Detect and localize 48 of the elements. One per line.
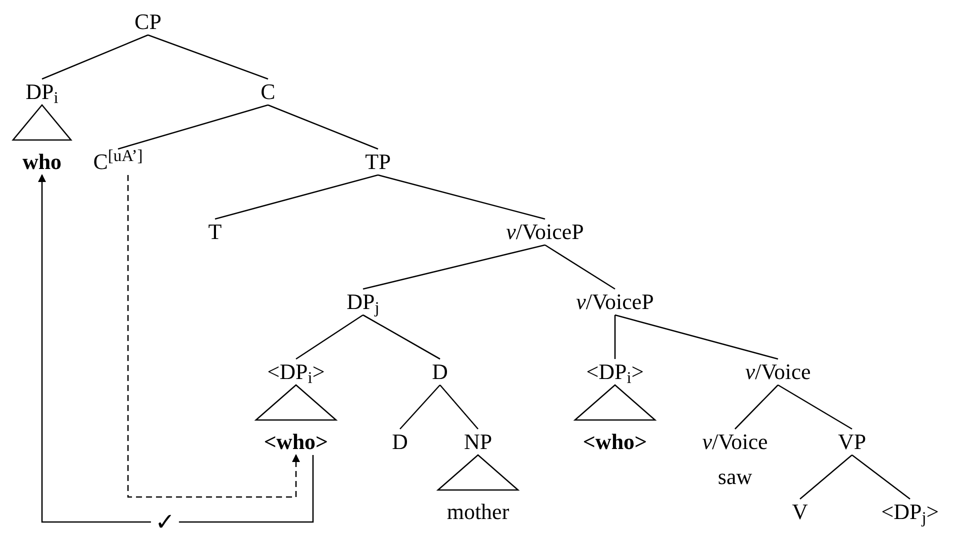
tree-branch [800, 454, 852, 500]
tree-branch [778, 384, 852, 430]
tree-label: NP [464, 429, 492, 455]
tree-label: DP$_{j}$ [346, 289, 380, 315]
triangle [254, 384, 338, 421]
tree-label: <who> [264, 429, 328, 455]
tree-label: v/Voice [745, 359, 811, 385]
tree-branch [214, 174, 378, 220]
tree-branch [362, 244, 546, 290]
tree-label: mother [446, 499, 510, 525]
tree-label: CP [134, 9, 162, 35]
tree-branch [268, 104, 378, 150]
tree-branch [362, 314, 440, 360]
arrow [38, 174, 314, 523]
tree-branch [544, 244, 616, 290]
tree-branch [148, 34, 268, 80]
tree-label: VP [838, 429, 866, 455]
tree-label: T [208, 219, 222, 245]
tree-label: C$^{[uA’]}$ [93, 149, 143, 175]
tree-label: v/VoiceP [576, 289, 654, 315]
triangle [436, 454, 520, 491]
tree-branch [118, 104, 268, 150]
tree-label: v/VoiceP [506, 219, 584, 245]
tree-label: D [392, 429, 408, 455]
tree-label: TP [365, 149, 391, 175]
tree-label: <DP$_{i}$> [267, 359, 325, 385]
tree-branch [400, 384, 440, 430]
tree-branch [852, 454, 910, 500]
word-label: saw [718, 464, 752, 490]
tree-label: who [22, 149, 62, 175]
tree-branch [440, 384, 478, 430]
tree-branch [42, 34, 148, 80]
triangle [12, 104, 72, 141]
tree-label: <who> [582, 429, 648, 455]
tree-label: C [260, 79, 276, 105]
tree-branch [614, 315, 616, 359]
tree-label: <DP$_{i}$> [586, 359, 644, 385]
tree-label: <DP$_{j}$> [881, 499, 939, 525]
tree-label: v/Voice [702, 429, 768, 455]
tree-branch [296, 314, 364, 360]
triangle [573, 384, 657, 421]
tree-branch [734, 384, 778, 430]
tree-label: DP$_{i}$ [26, 79, 58, 105]
tree-label: V [792, 499, 808, 525]
arrow [127, 175, 300, 498]
tree-branch [378, 174, 546, 220]
tree-label: D [432, 359, 448, 385]
tree-branch [614, 314, 778, 360]
